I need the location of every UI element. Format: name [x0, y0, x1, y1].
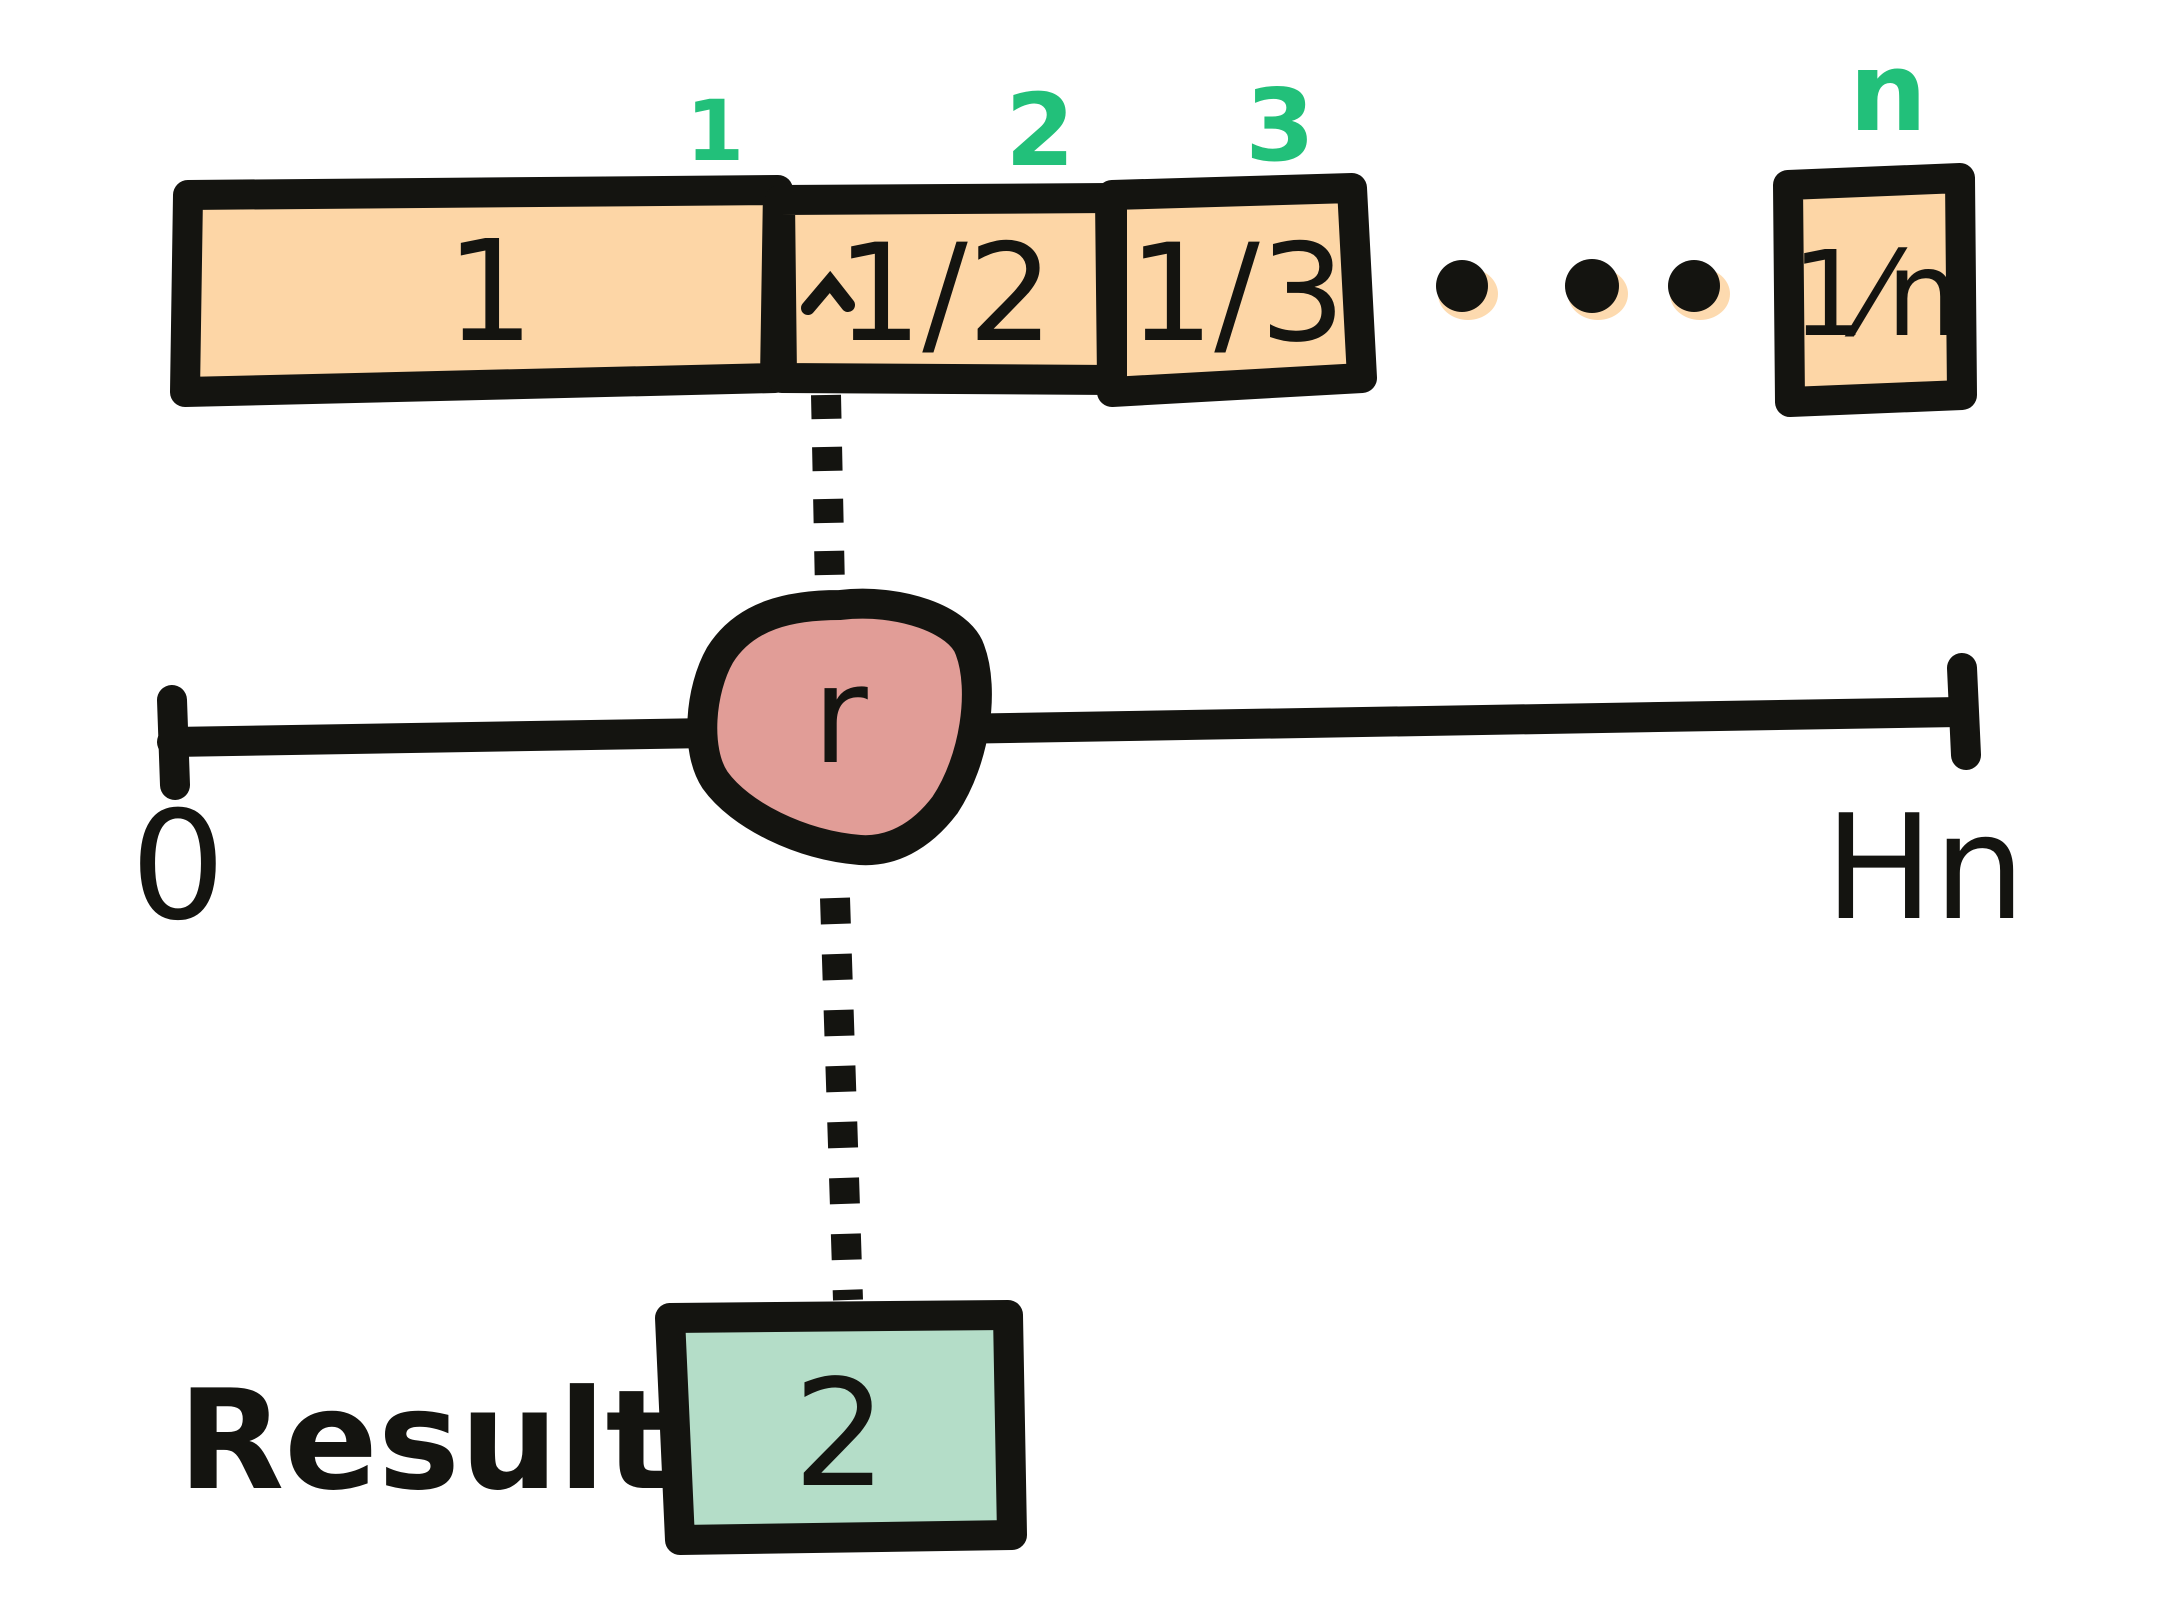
number-line-end-label: Hn [1825, 784, 2026, 953]
number-line-end-tick [1947, 653, 1981, 770]
segment-2-value-label: 1/2 [836, 215, 1053, 372]
segment-2: 1/2 2 [765, 72, 1127, 395]
number-line-start-tick [157, 685, 190, 800]
segment-1-value-label: 1 [445, 211, 534, 374]
segment-1: 1 1 [170, 82, 793, 407]
segment-n: 1⁄n n [1773, 28, 1977, 417]
ellipsis-icon [1436, 259, 1730, 320]
result-value: 2 [793, 1348, 887, 1520]
random-marker-label: r [812, 637, 868, 794]
segment-1-index-label: 1 [686, 82, 744, 180]
number-line-start-label: 0 [130, 780, 225, 954]
segment-3: 1/3 3 [1097, 67, 1377, 407]
random-marker: r [687, 588, 992, 866]
segment-3-value-label: 1/3 [1128, 215, 1345, 372]
result-label: Result: [178, 1360, 727, 1521]
segment-strip: 1 1 1/2 2 1/3 3 1⁄n [170, 28, 1977, 417]
segment-n-box [1773, 163, 1977, 417]
result: Result: 2 [178, 1300, 1027, 1555]
segment-n-index-label: n [1849, 28, 1927, 156]
segment-3-box [1097, 173, 1377, 407]
segment-n-value-label: 1⁄n [1791, 225, 1961, 363]
lower-dotted-connector [820, 897, 863, 1301]
upper-dotted-connector [811, 394, 845, 591]
number-line-axis [157, 697, 1975, 757]
number-line: 0 Hn [130, 653, 2026, 954]
segment-2-pointer-mark [801, 270, 855, 315]
result-box [655, 1300, 1027, 1555]
random-marker-circle [687, 588, 992, 866]
segment-3-index-label: 3 [1245, 67, 1315, 184]
segment-2-index-label: 2 [1005, 72, 1075, 189]
